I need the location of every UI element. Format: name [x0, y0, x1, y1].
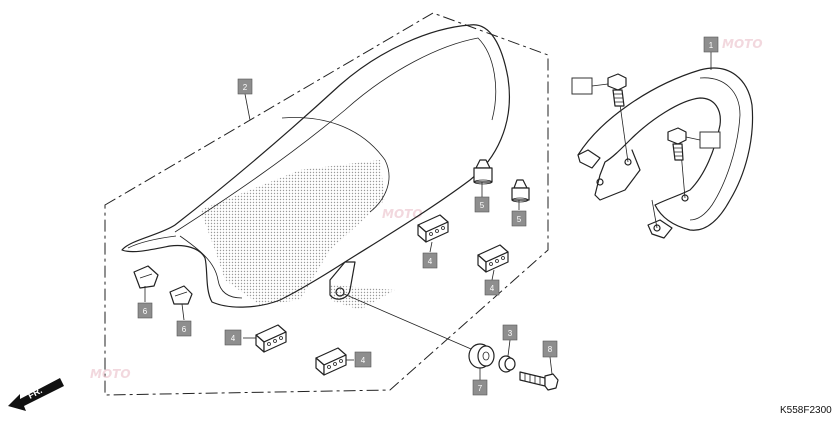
seat-clip-a — [133, 265, 159, 289]
callout-4-c: 4 — [224, 329, 242, 346]
seat-front-lip — [127, 235, 177, 249]
seat-cushion-d — [315, 347, 347, 376]
seat-cushion-a — [417, 214, 449, 243]
svg-text:4: 4 — [231, 334, 236, 343]
svg-text:2: 2 — [243, 83, 248, 92]
callout-4-d: 4 — [354, 351, 372, 368]
seat-pan-line — [281, 117, 390, 213]
svg-text:1: 1 — [709, 41, 714, 50]
seat-lower-edge — [179, 235, 243, 299]
seat-bolt — [519, 371, 559, 391]
seat-top-ridge — [174, 37, 497, 233]
leader-seat-to-grommet — [343, 293, 479, 353]
grab-rail — [577, 67, 754, 239]
seat-clip-b — [169, 285, 193, 305]
callout-8: 8 — [542, 340, 558, 358]
front-direction-arrow: FR. — [8, 378, 64, 411]
svg-text:6: 6 — [143, 307, 148, 316]
rubber-grommet — [468, 343, 495, 369]
seat-hook-hole — [335, 287, 345, 297]
callout-6-a: 6 — [137, 302, 153, 319]
leader-lines — [144, 52, 712, 380]
grab-rail-mount-hole-3 — [653, 224, 661, 232]
svg-text:5: 5 — [480, 201, 485, 210]
svg-text:6: 6 — [182, 325, 187, 334]
svg-text:7: 7 — [478, 384, 483, 393]
reference-box-left-bolt — [571, 77, 593, 95]
reference-box-right-bolt — [699, 131, 721, 149]
seat-outline — [121, 24, 510, 308]
svg-text:4: 4 — [361, 356, 366, 365]
flange-bolt-right — [667, 127, 687, 161]
callout-2: 2 — [237, 78, 253, 95]
watermark-top-right: MOTO — [722, 37, 763, 51]
seat-cushion-b — [477, 244, 509, 273]
svg-text:5: 5 — [517, 215, 522, 224]
seat-cushion-c — [255, 324, 287, 353]
callout-6-b: 6 — [176, 320, 192, 337]
grab-rail-outline — [577, 67, 754, 231]
callout-5-a: 5 — [474, 196, 490, 213]
callout-1: 1 — [703, 36, 719, 53]
seat-dotted-bottom — [330, 285, 395, 310]
diagram-code: K558F2300 — [780, 405, 832, 416]
watermark-center: MOTO — [382, 207, 423, 221]
bracket-link-line — [651, 199, 658, 229]
svg-text:4: 4 — [428, 257, 433, 266]
callout-4-b: 4 — [484, 279, 500, 296]
seat-assembly — [121, 24, 510, 310]
seat-stopper-right — [511, 179, 530, 203]
grab-rail-inner — [689, 77, 741, 221]
flange-bolt-left — [607, 73, 627, 107]
grab-rail-bracket-left — [577, 149, 601, 169]
svg-text:3: 3 — [508, 329, 513, 338]
svg-text:FR.: FR. — [26, 385, 43, 401]
svg-text:4: 4 — [490, 284, 495, 293]
seat-hook-bracket — [329, 261, 356, 300]
grab-rail-mount-hole-2 — [624, 158, 632, 166]
callout-7: 7 — [472, 379, 488, 396]
watermark-bottom-left: MOTO — [90, 367, 131, 381]
grab-rail-bracket-right — [647, 219, 673, 239]
seat-stopper-left — [473, 159, 493, 185]
collar-washer — [498, 355, 516, 373]
assembly-boundary — [104, 12, 549, 396]
callout-5-b: 5 — [511, 210, 527, 227]
seat-dotted-underside — [200, 160, 385, 305]
callout-4-a: 4 — [422, 252, 438, 269]
svg-text:8: 8 — [548, 345, 553, 354]
grab-rail-mount-hole-1 — [596, 178, 604, 186]
callout-3: 3 — [502, 324, 518, 341]
